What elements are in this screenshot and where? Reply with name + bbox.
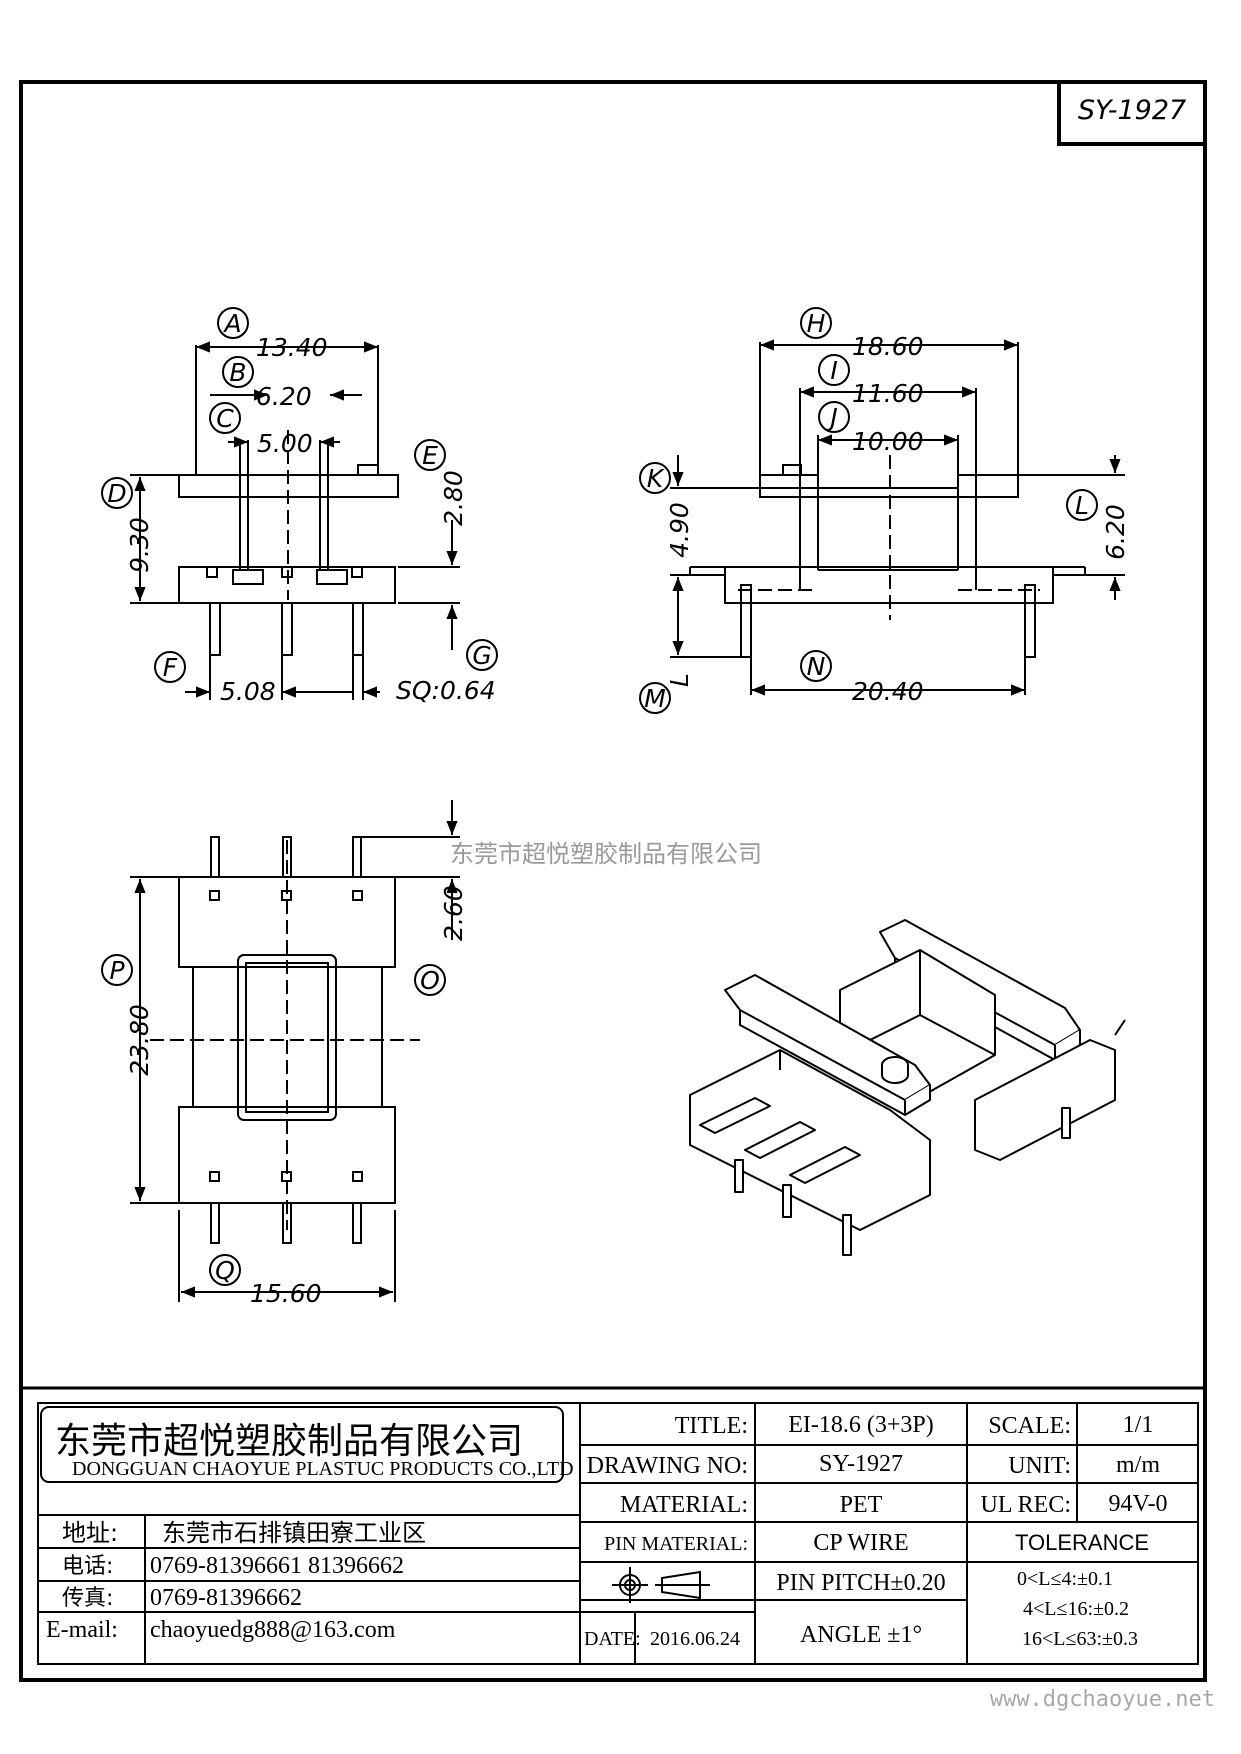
title-value: EI-18.6 (3+3P) xyxy=(788,1412,934,1438)
part-code-box: SY-1927 xyxy=(1057,80,1207,146)
dim-o-value: 2.60 xyxy=(439,885,468,941)
dim-g-value: SQ:0.64 xyxy=(396,676,496,705)
title-label: TITLE: xyxy=(675,1413,748,1439)
callout-i: I xyxy=(818,354,850,386)
scale-label: SCALE: xyxy=(988,1413,1071,1439)
fax-value: 0769-81396662 xyxy=(150,1585,302,1611)
outer-frame xyxy=(19,80,1207,1682)
company-name-en: DONGGUAN CHAOYUE PLASTUC PRODUCTS CO.,LT… xyxy=(72,1458,574,1480)
callout-n: N xyxy=(800,650,832,682)
tolerance-row-3: 16<L≤63:±0.3 xyxy=(1022,1628,1138,1650)
dim-q-value: 15.60 xyxy=(250,1279,322,1308)
material-value: PET xyxy=(840,1492,883,1518)
callout-c: C xyxy=(209,402,241,434)
material-label: MATERIAL: xyxy=(620,1492,748,1518)
front-view-labels: 13.40 6.20 5.00 9.30 2.80 5.08 SQ:0.64 A… xyxy=(101,307,498,706)
svg-text:I: I xyxy=(830,356,837,385)
pin-pitch: PIN PITCH±0.20 xyxy=(776,1570,945,1596)
dim-h-value: 18.60 xyxy=(852,332,924,361)
svg-text:E: E xyxy=(422,441,438,470)
dim-l-value: 6.20 xyxy=(1101,504,1130,560)
callout-d: D xyxy=(101,477,133,509)
dim-b-value: 6.20 xyxy=(256,382,312,411)
tolerance-label: TOLERANCE xyxy=(1015,1530,1149,1555)
address-label: 地址: xyxy=(62,1519,118,1547)
top-view-labels: 2.60 23.80 15.60 O P Q xyxy=(101,885,468,1308)
email-value: chaoyuedg888@163.com xyxy=(150,1617,396,1643)
svg-text:F: F xyxy=(163,653,178,682)
scale-value: 1/1 xyxy=(1123,1412,1154,1438)
callout-g: G xyxy=(466,639,498,671)
dim-f-value: 5.08 xyxy=(220,677,276,706)
dim-a-value: 13.40 xyxy=(256,333,328,362)
email-label: E-mail: xyxy=(46,1617,118,1643)
phone-label: 电话: xyxy=(62,1554,113,1579)
date-value: 2016.06.24 xyxy=(650,1628,740,1650)
callout-b: B xyxy=(222,356,254,388)
top-view xyxy=(130,800,460,1302)
dim-i-value: 11.60 xyxy=(852,379,924,408)
center-watermark: 东莞市超悦塑胶制品有限公司 xyxy=(450,840,762,868)
svg-text:A: A xyxy=(222,309,241,338)
callout-p: P xyxy=(101,954,133,986)
callout-q: Q xyxy=(209,1254,241,1286)
part-code: SY-1927 xyxy=(1078,95,1186,126)
ul-label: UL REC: xyxy=(981,1492,1071,1518)
date-label: DATE: xyxy=(584,1628,641,1650)
dim-p-value: 23.80 xyxy=(125,1004,154,1076)
svg-text:K: K xyxy=(647,464,666,493)
dim-k-value: 4.90 xyxy=(665,502,694,558)
svg-text:N: N xyxy=(807,652,826,681)
dim-m-value: L xyxy=(665,673,694,687)
dim-c-value: 5.00 xyxy=(257,429,313,458)
svg-text:B: B xyxy=(229,358,246,387)
callout-l: L xyxy=(1066,489,1098,521)
ul-value: 94V-0 xyxy=(1108,1491,1167,1517)
callout-j: J xyxy=(818,401,850,433)
svg-text:L: L xyxy=(1075,491,1089,520)
tolerance-row-1: 0<L≤4:±0.1 xyxy=(1017,1568,1113,1590)
callout-e: E xyxy=(414,439,446,471)
title-block-text: 东莞市超悦塑胶制品有限公司 DONGGUAN CHAOYUE PLASTUC P… xyxy=(46,1412,1168,1650)
dim-e-value: 2.80 xyxy=(439,470,468,526)
svg-text:O: O xyxy=(420,966,440,995)
svg-text:D: D xyxy=(107,479,126,508)
front-view xyxy=(130,341,460,700)
title-block xyxy=(21,1386,1205,1665)
tolerance-row-2: 4<L≤16:±0.2 xyxy=(1023,1598,1129,1620)
callout-f: F xyxy=(154,651,186,683)
isometric-view xyxy=(689,919,1126,1256)
phone-value: 0769-81396661 81396662 xyxy=(150,1553,404,1579)
address-value: 东莞市石排镇田寮工业区 xyxy=(162,1519,426,1547)
svg-text:G: G xyxy=(472,641,491,670)
svg-text:C: C xyxy=(216,404,234,433)
svg-text:P: P xyxy=(109,956,125,985)
dim-j-value: 10.00 xyxy=(852,427,924,456)
svg-text:M: M xyxy=(644,684,666,713)
svg-text:J: J xyxy=(825,403,837,432)
dim-n-value: 20.40 xyxy=(852,677,924,706)
pin-material-label: PIN MATERIAL: xyxy=(604,1533,748,1555)
drawing-no-label: DRAWING NO: xyxy=(587,1453,748,1479)
footer-watermark: www.dgchaoyue.net xyxy=(990,1687,1215,1712)
angle: ANGLE ±1° xyxy=(800,1622,922,1648)
side-view xyxy=(670,339,1125,696)
callout-o: O xyxy=(414,964,446,996)
unit-value: m/m xyxy=(1116,1452,1160,1478)
callout-h: H xyxy=(800,307,832,339)
pin-material-value: CP WIRE xyxy=(813,1530,908,1556)
svg-text:H: H xyxy=(807,309,826,338)
callout-k: K xyxy=(639,462,671,494)
company-name-cn: 东莞市超悦塑胶制品有限公司 xyxy=(55,1421,523,1462)
unit-label: UNIT: xyxy=(1008,1453,1071,1479)
drawing-no-value: SY-1927 xyxy=(819,1451,903,1477)
callout-m: M xyxy=(639,682,671,714)
callout-a: A xyxy=(217,307,249,339)
fax-label: 传真: xyxy=(62,1586,113,1611)
svg-text:Q: Q xyxy=(215,1256,235,1285)
side-view-labels: 18.60 11.60 10.00 4.90 6.20 L 20.40 H I … xyxy=(639,307,1130,714)
dim-d-value: 9.30 xyxy=(125,517,154,573)
